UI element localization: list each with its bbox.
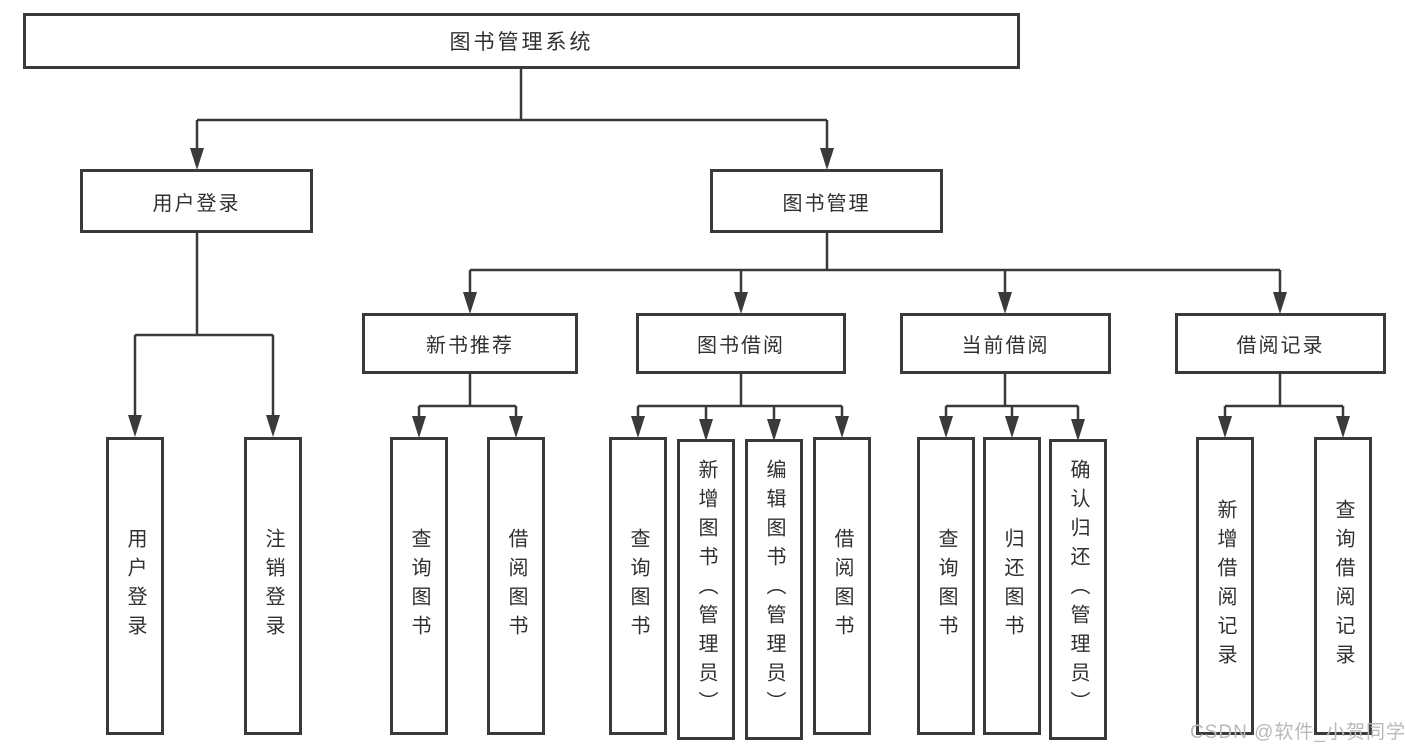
node-return-books: 归还图书 [983,437,1041,735]
node-label: 查询借阅记录 [1332,499,1354,673]
node-label: 查询图书 [627,528,649,644]
node-user-login: 用户登录 [106,437,164,735]
node-label: 用户登录 [124,528,146,644]
node-label: 注销登录 [262,528,284,644]
node-system-root: 图书管理系统 [23,13,1020,69]
node-label: 当前借阅 [961,335,1050,357]
node-label: 图书管理系统 [449,31,594,54]
node-logout: 注销登录 [244,437,302,735]
node-confirm-return-admin: 确认归还（管理员） [1049,439,1107,740]
node-label: 借阅图书 [831,528,853,644]
node-user-login-group: 用户登录 [80,169,313,233]
node-label: 新书推荐 [426,335,514,357]
node-label: 新增图书（管理员） [695,459,717,720]
watermark: CSDN @软件_小贺同学 [1190,722,1405,743]
node-borrow-records: 借阅记录 [1175,313,1386,374]
node-query-books-current: 查询图书 [917,437,975,735]
node-borrow-books-recommend: 借阅图书 [487,437,545,735]
node-label: 借阅记录 [1236,335,1325,357]
node-label: 编辑图书（管理员） [763,459,785,720]
node-query-borrow-record: 查询借阅记录 [1314,437,1372,735]
node-label: 借阅图书 [505,528,527,644]
node-query-books-recommend: 查询图书 [390,437,448,735]
node-query-books-borrowing: 查询图书 [609,437,667,735]
node-borrow-books-borrowing: 借阅图书 [813,437,871,735]
node-current-borrowing: 当前借阅 [900,313,1111,374]
node-label: 新增借阅记录 [1214,499,1236,673]
node-label: 图书借阅 [697,335,785,357]
node-new-book-recommend: 新书推荐 [362,313,578,374]
node-edit-books-admin: 编辑图书（管理员） [745,439,803,740]
node-add-borrow-record: 新增借阅记录 [1196,437,1254,735]
node-add-books-admin: 新增图书（管理员） [677,439,735,740]
node-book-management: 图书管理 [710,169,943,233]
node-label: 归还图书 [1001,528,1023,644]
node-label: 用户登录 [152,192,241,215]
node-label: 查询图书 [408,528,430,644]
node-label: 确认归还（管理员） [1067,459,1089,720]
node-label: 查询图书 [935,528,957,644]
node-book-borrowing: 图书借阅 [636,313,846,374]
node-label: 图书管理 [782,192,871,215]
